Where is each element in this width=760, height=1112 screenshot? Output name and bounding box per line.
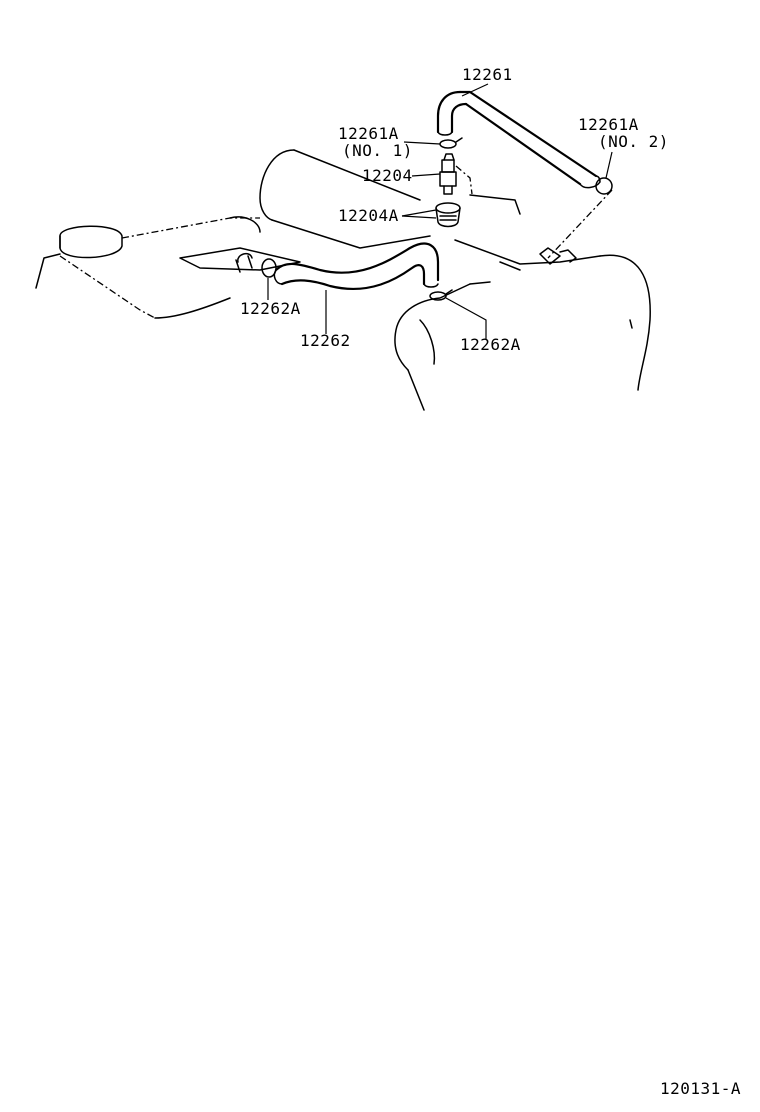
label-clamp-12261A-no2-note: (NO. 2) — [598, 132, 669, 151]
label-clamp-12261A-no1: 12261A — [338, 124, 399, 143]
label-clamp-12262A-right: 12262A — [460, 335, 521, 354]
label-clamp-12262A-left: 12262A — [240, 299, 301, 318]
label-hose-12261: 12261 — [462, 65, 513, 84]
hose-12262 — [273, 242, 440, 291]
hose-12261 — [436, 90, 601, 189]
figure-code: 120131-A — [660, 1079, 742, 1098]
clamp-12261A-no2 — [595, 177, 613, 195]
label-grommet-12204A: 12204A — [338, 206, 399, 225]
leader-lines — [267, 83, 613, 340]
pcv-valve-12204 — [439, 153, 457, 195]
label-valve-12204: 12204 — [362, 166, 413, 185]
clamp-12261A-no1 — [439, 137, 463, 149]
label-clamp-12261A-no2: 12261A — [578, 115, 639, 134]
clamp-12262A-right — [429, 289, 453, 301]
grommet-12204A — [435, 202, 461, 228]
label-hose-12262: 12262 — [300, 331, 351, 350]
engine-outline-block — [259, 149, 651, 391]
dashline-valve — [455, 165, 473, 195]
dashline-no2-to-port — [547, 189, 613, 259]
label-clamp-12261A-no1-note: (NO. 1) — [342, 141, 413, 160]
engine-outline-lower — [394, 281, 491, 411]
clamp-12262A-left — [261, 258, 277, 278]
